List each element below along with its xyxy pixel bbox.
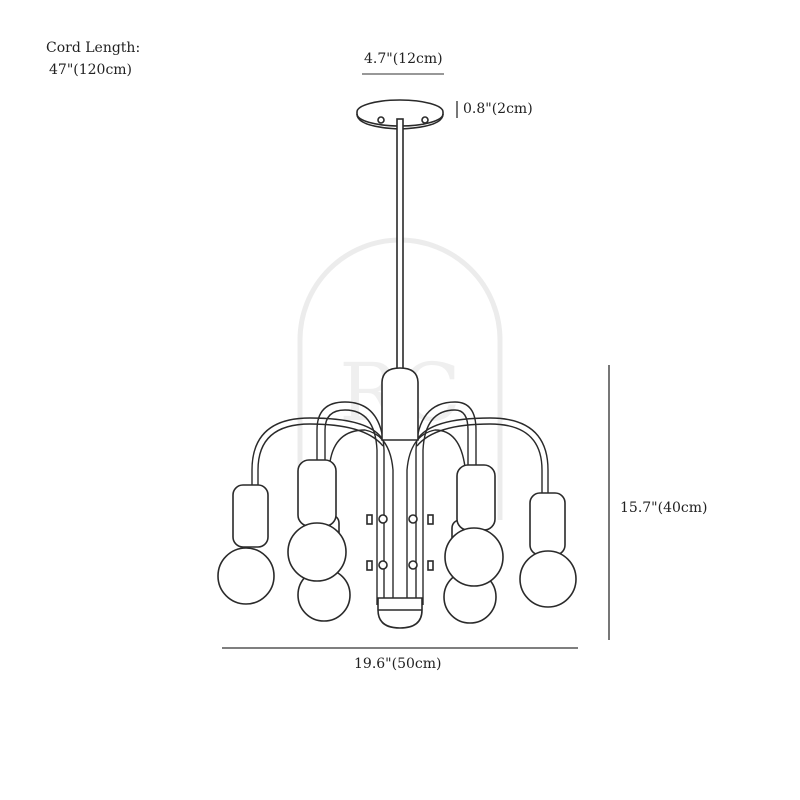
center-body (366, 367, 434, 629)
rod (396, 118, 404, 372)
front-bulbs (217, 459, 577, 608)
cord-length-label: Cord Length: (46, 40, 141, 56)
canopy-width-label: 4.7"(12cm) (364, 51, 443, 67)
canopy-height-label: 0.8"(2cm) (463, 101, 533, 117)
cord-length-value: 47"(120cm) (49, 62, 133, 78)
fixture-height-label: 15.7"(40cm) (620, 500, 708, 516)
arms (251, 401, 549, 605)
fixture-width-label: 19.6"(50cm) (354, 656, 442, 672)
